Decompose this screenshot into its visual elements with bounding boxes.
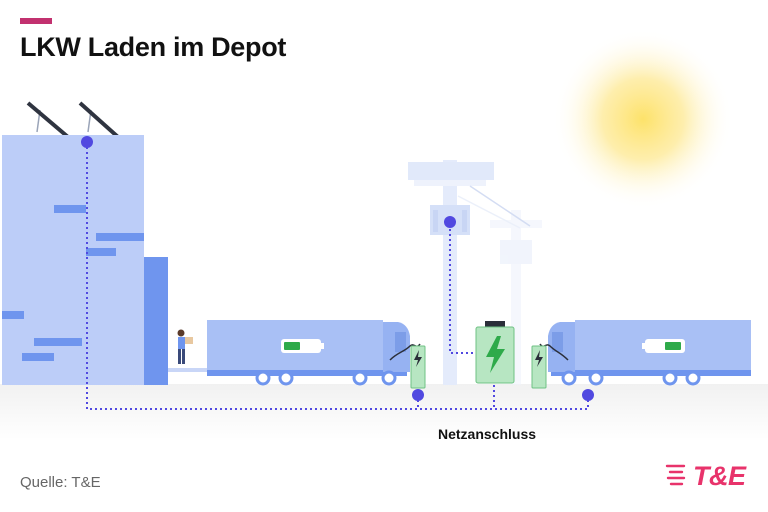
- battery-icon: [281, 339, 324, 353]
- lightning-bolt-icon: [486, 336, 505, 373]
- ground: [0, 384, 768, 440]
- solar-panel-icon: [26, 101, 120, 139]
- connector-points: [81, 136, 594, 401]
- lightning-bolt-icon: [535, 350, 543, 367]
- te-logo-icon: [665, 464, 686, 486]
- source-credit: Quelle: T&E: [20, 474, 101, 491]
- charger-main: [475, 321, 515, 384]
- logo-wordmark: T&E: [693, 461, 746, 491]
- charger-right: [531, 345, 547, 389]
- distant-power-pole: [457, 195, 542, 385]
- battery-icon: [642, 339, 685, 353]
- worker-figure: [177, 329, 193, 364]
- sun-icon: [553, 29, 733, 209]
- grid-connection-lines: [86, 142, 589, 410]
- depot-building: [2, 101, 208, 385]
- truck-left: [207, 320, 421, 386]
- accent-bar: [20, 18, 52, 24]
- truck-right: [539, 320, 751, 386]
- charger-left: [410, 345, 426, 389]
- lightning-bolt-icon: [414, 350, 422, 367]
- page-title: LKW Laden im Depot: [20, 32, 287, 62]
- grid-connection-label: Netzanschluss: [438, 426, 537, 442]
